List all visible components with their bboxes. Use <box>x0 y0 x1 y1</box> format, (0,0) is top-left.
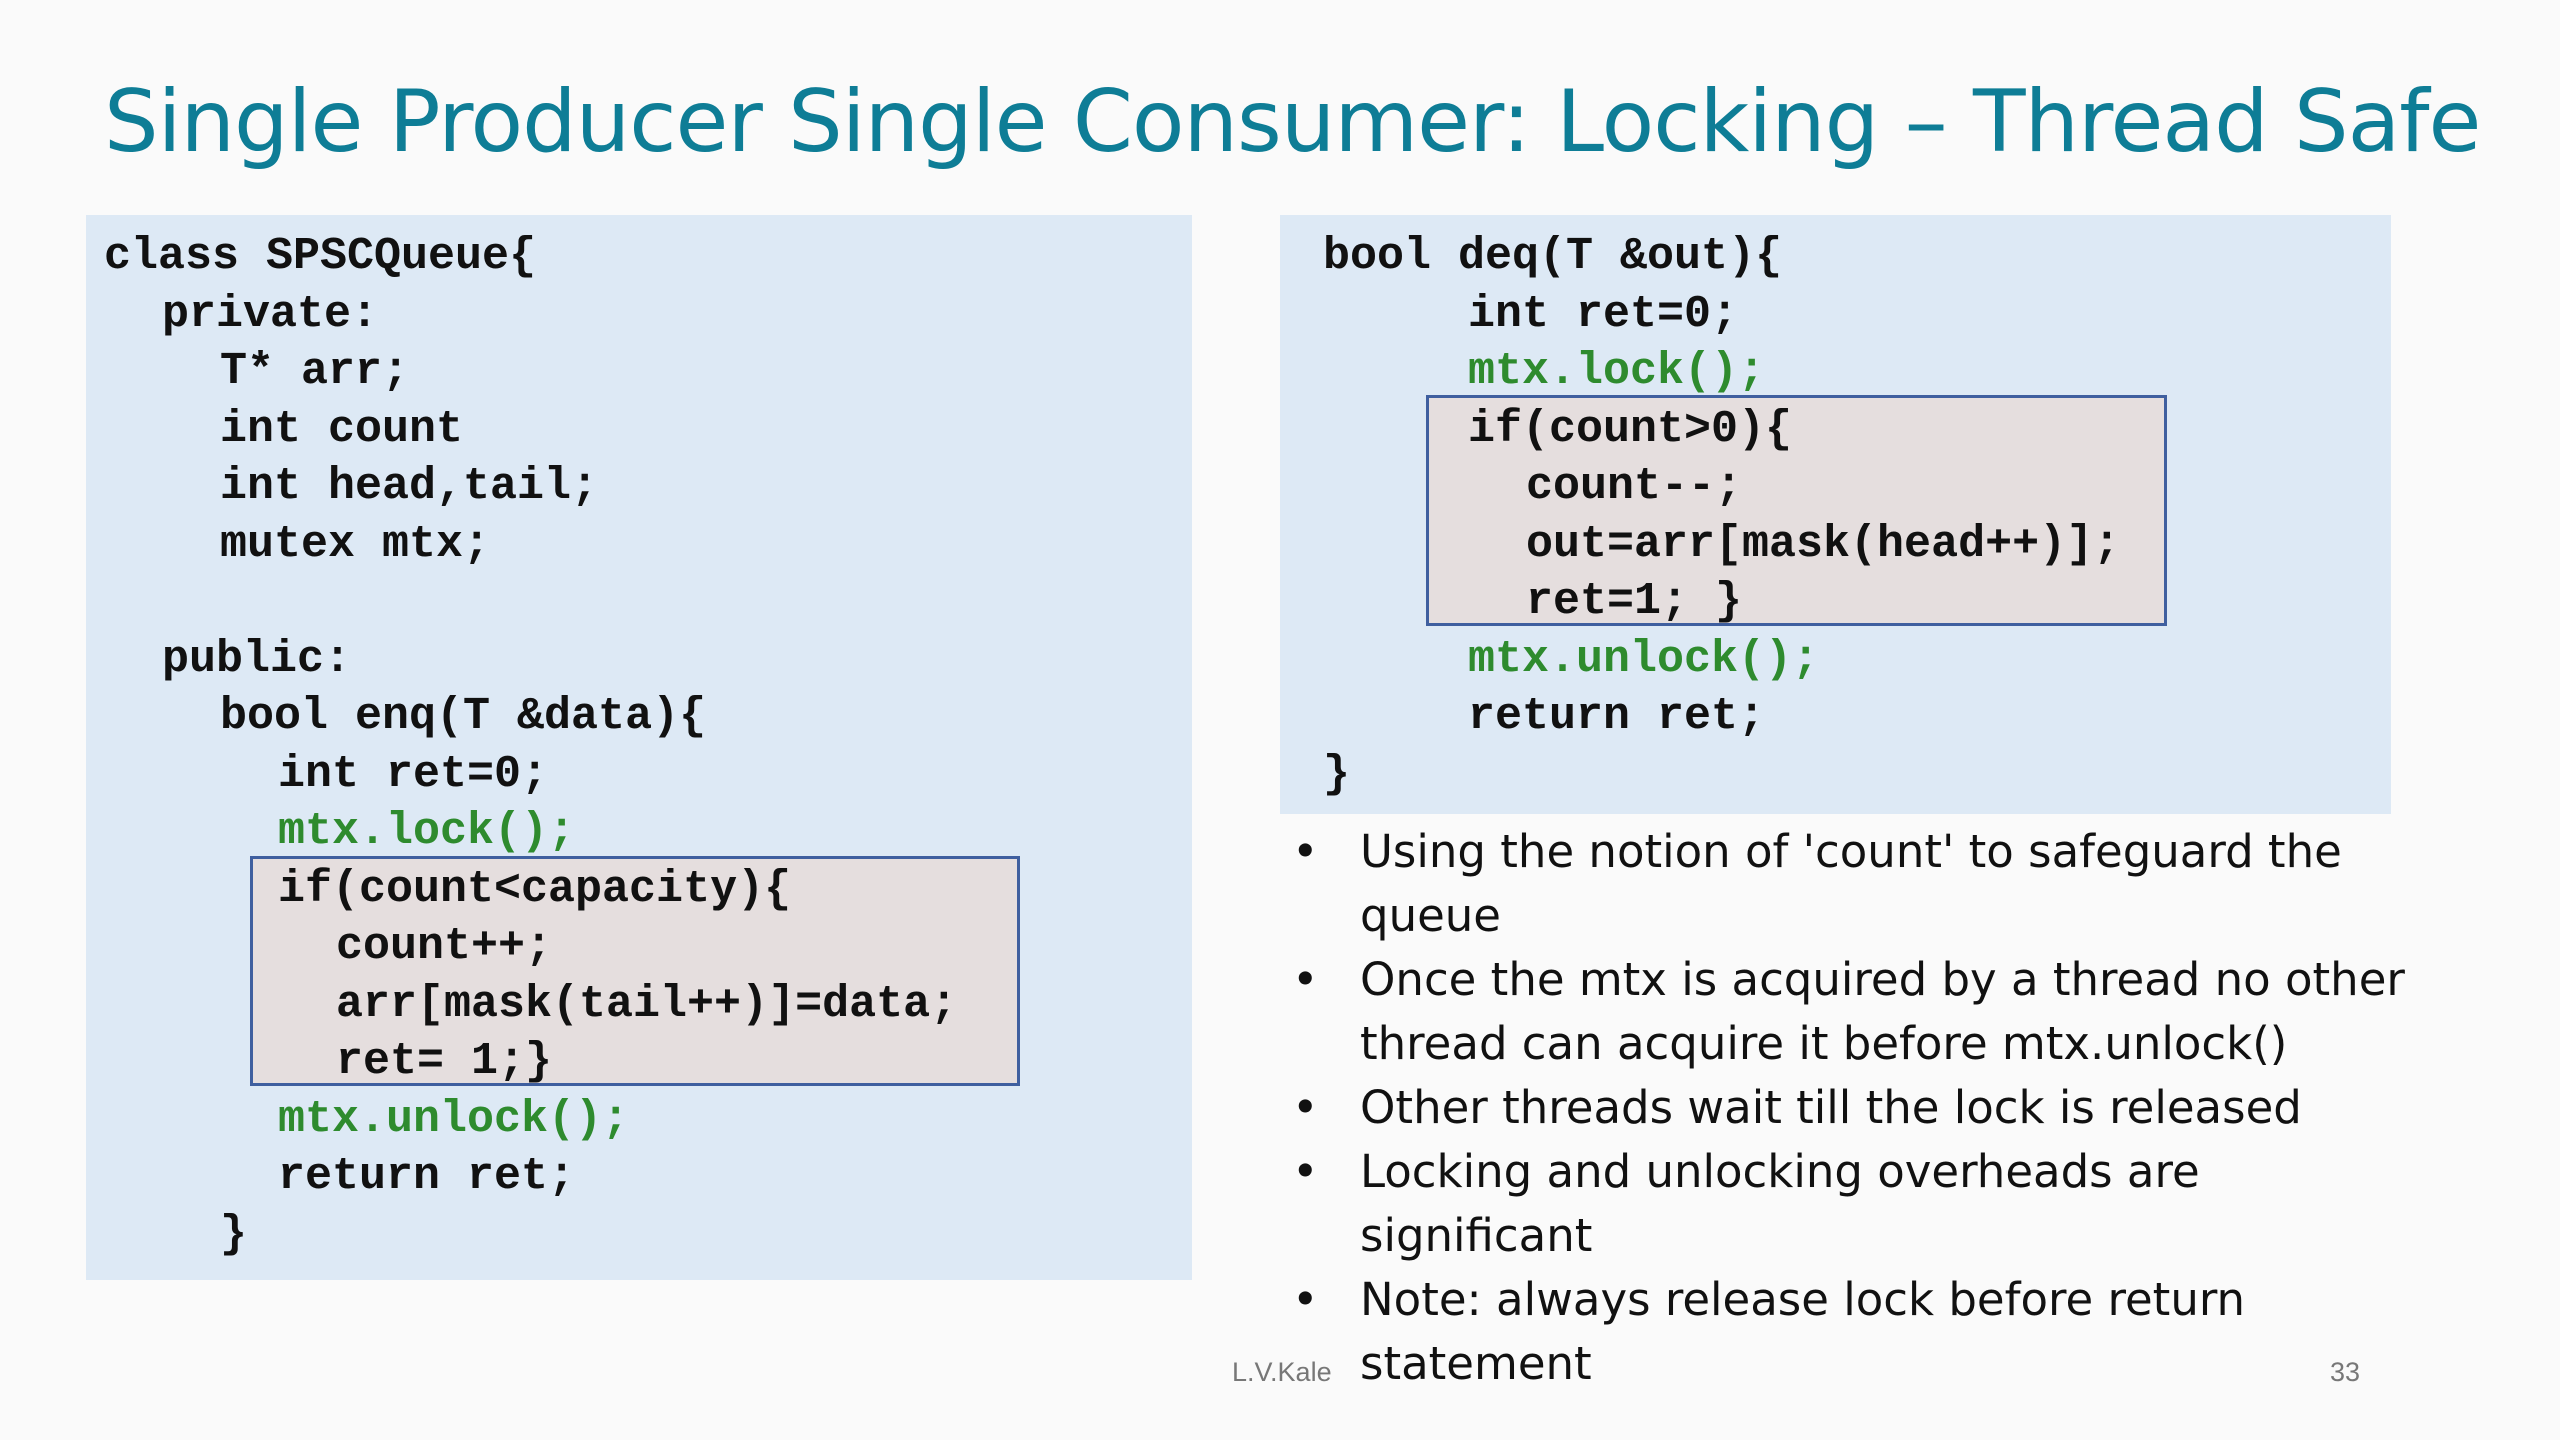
code-line: out=arr[mask(head++)]; <box>1526 518 2121 570</box>
page-number: 33 <box>2330 1357 2361 1387</box>
code-line: count++; <box>336 921 553 972</box>
bullet-item: • Other threads wait till the lock is rel… <box>1290 1076 2430 1140</box>
code-line: mtx.unlock(); <box>1468 633 1820 685</box>
bullet-text: Locking and unlocking overheads are sign… <box>1360 1145 2200 1262</box>
code-line: ret= 1;} <box>336 1036 553 1087</box>
code-line: return ret; <box>278 1151 576 1202</box>
code-line: class SPSCQueue{ <box>104 231 537 282</box>
code-line: mtx.unlock(); <box>278 1093 630 1145</box>
code-line: arr[mask(tail++)]=data; <box>336 978 958 1030</box>
code-line: } <box>1323 748 1351 800</box>
enq-code-block: class SPSCQueue{ private: T* arr; int count… <box>86 215 1192 1280</box>
code-line: T* arr; <box>220 346 410 397</box>
code-line: private: <box>162 288 379 340</box>
slide-title: Single Producer Single Consumer: Locking… <box>104 72 2481 172</box>
bullet-icon: • <box>1292 953 1319 1006</box>
bullet-item: • Note: always release lock before return… <box>1290 1268 2430 1396</box>
deq-critical-section-highlight <box>1426 395 2167 626</box>
code-line: int count <box>220 403 464 455</box>
bullet-icon: • <box>1292 825 1319 878</box>
code-line: mtx.lock(); <box>1468 346 1766 397</box>
bullet-text: Once the mtx is acquired by a thread no … <box>1360 953 2405 1070</box>
bullet-icon: • <box>1292 1273 1319 1326</box>
code-line: bool deq(T &out){ <box>1323 231 1783 282</box>
enq-critical-section-highlight <box>250 856 1020 1086</box>
bullet-list: • Using the notion of 'count' to safeguar… <box>1290 820 2430 1396</box>
code-line: public: <box>162 633 352 685</box>
deq-code-block: bool deq(T &out){ int ret=0; mtx.lock(); if… <box>1280 215 2391 814</box>
code-line: int ret=0; <box>278 748 549 800</box>
code-line: if(count<capacity){ <box>278 863 792 915</box>
code-line: int ret=0; <box>1468 288 1739 340</box>
bullet-item: • Once the mtx is acquired by a thread no… <box>1290 948 2430 1076</box>
code-line: } <box>220 1208 248 1260</box>
code-line: bool enq(T &data){ <box>220 691 707 742</box>
code-line: ret=1; } <box>1526 576 1743 627</box>
bullet-item: • Using the notion of 'count' to safeguar… <box>1290 820 2430 948</box>
bullet-text: Note: always release lock before return … <box>1360 1273 2246 1390</box>
code-line: mutex mtx; <box>220 518 491 570</box>
code-line: return ret; <box>1468 691 1766 742</box>
bullet-icon: • <box>1292 1081 1319 1134</box>
bullet-text: Other threads wait till the lock is rele… <box>1360 1081 2302 1134</box>
code-line: if(count>0){ <box>1468 403 1793 455</box>
bullet-icon: • <box>1292 1145 1319 1198</box>
bullet-item: • Locking and unlocking overheads are sig… <box>1290 1140 2430 1268</box>
bullet-text: Using the notion of 'count' to safeguard… <box>1360 825 2342 942</box>
footer-author: L.V.Kale <box>1232 1357 1332 1387</box>
code-line: int head,tail; <box>220 461 599 512</box>
code-line: count--; <box>1526 461 1743 512</box>
code-line: mtx.lock(); <box>278 806 576 857</box>
